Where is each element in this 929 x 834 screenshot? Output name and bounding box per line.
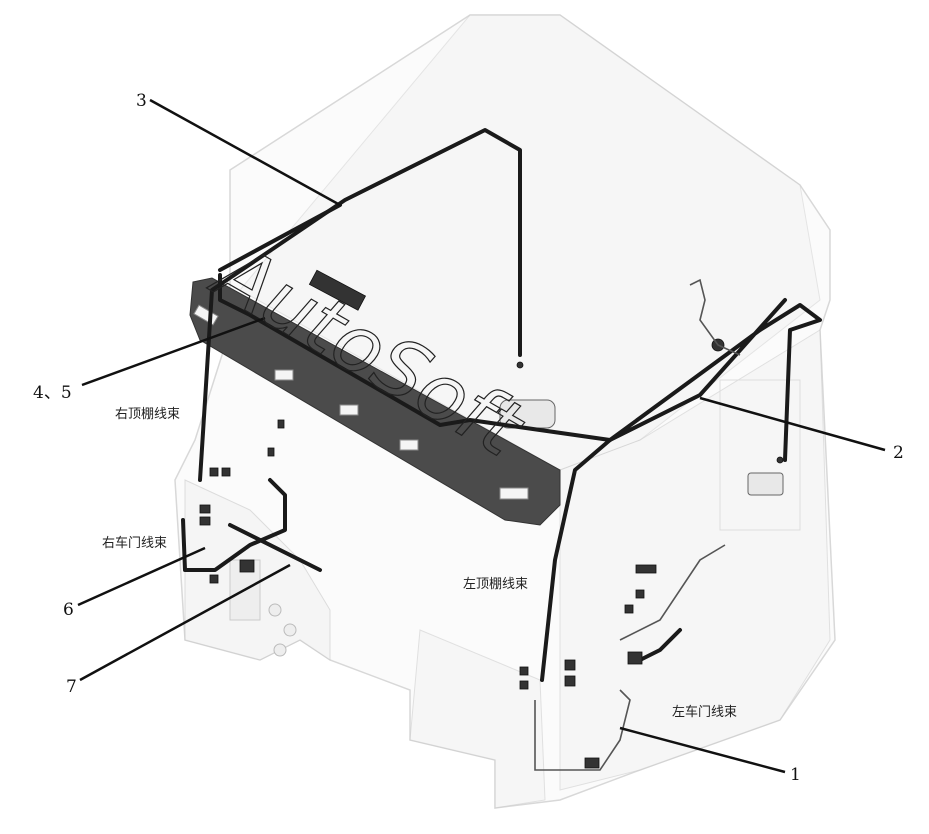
callout-4-5: 4、5 bbox=[33, 383, 72, 403]
right-roof-harness-line bbox=[198, 128, 522, 482]
callout-2: 2 bbox=[893, 443, 904, 463]
connectors bbox=[199, 419, 657, 769]
callout-3: 3 bbox=[136, 91, 147, 111]
leader-lines bbox=[77, 98, 886, 774]
roof-cross-harness-line bbox=[218, 203, 612, 442]
callout-7: 7 bbox=[66, 677, 77, 697]
right-door-harness-label: 右车门线束 bbox=[102, 535, 167, 551]
roof-parts bbox=[308, 269, 784, 496]
callout-1: 1 bbox=[790, 765, 801, 785]
right-roof-harness-label: 右顶棚线束 bbox=[115, 407, 180, 422]
left-roof-harness-line bbox=[540, 298, 822, 682]
harness-cables bbox=[181, 128, 822, 771]
left-door-harness-label: 左车门线束 bbox=[672, 704, 737, 720]
left-door-harness-line bbox=[534, 689, 631, 771]
callout-6: 6 bbox=[63, 600, 74, 620]
left-roof-harness-label: 左顶棚线束 bbox=[463, 577, 528, 592]
right-door-harness-line bbox=[181, 478, 287, 572]
